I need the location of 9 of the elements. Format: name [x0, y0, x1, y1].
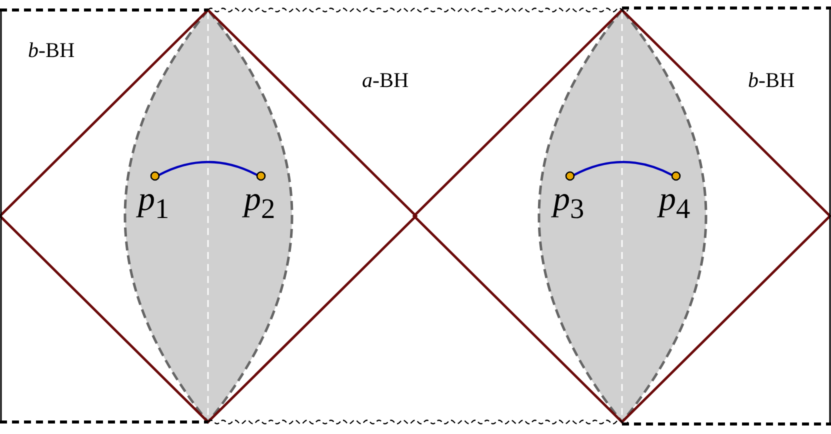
region-label: b-BH [28, 40, 75, 61]
point-label: p$_{2}$ [244, 183, 276, 224]
region-label: b-BH [748, 70, 795, 91]
point-label: p$_{4}$ [659, 183, 690, 224]
curve-connector [574, 160, 672, 176]
curve-connector [158, 160, 258, 176]
point-label: p$_{1}$ [138, 183, 170, 224]
point-label: p$_{3}$ [553, 183, 584, 224]
region-label: a-BH [362, 70, 409, 91]
